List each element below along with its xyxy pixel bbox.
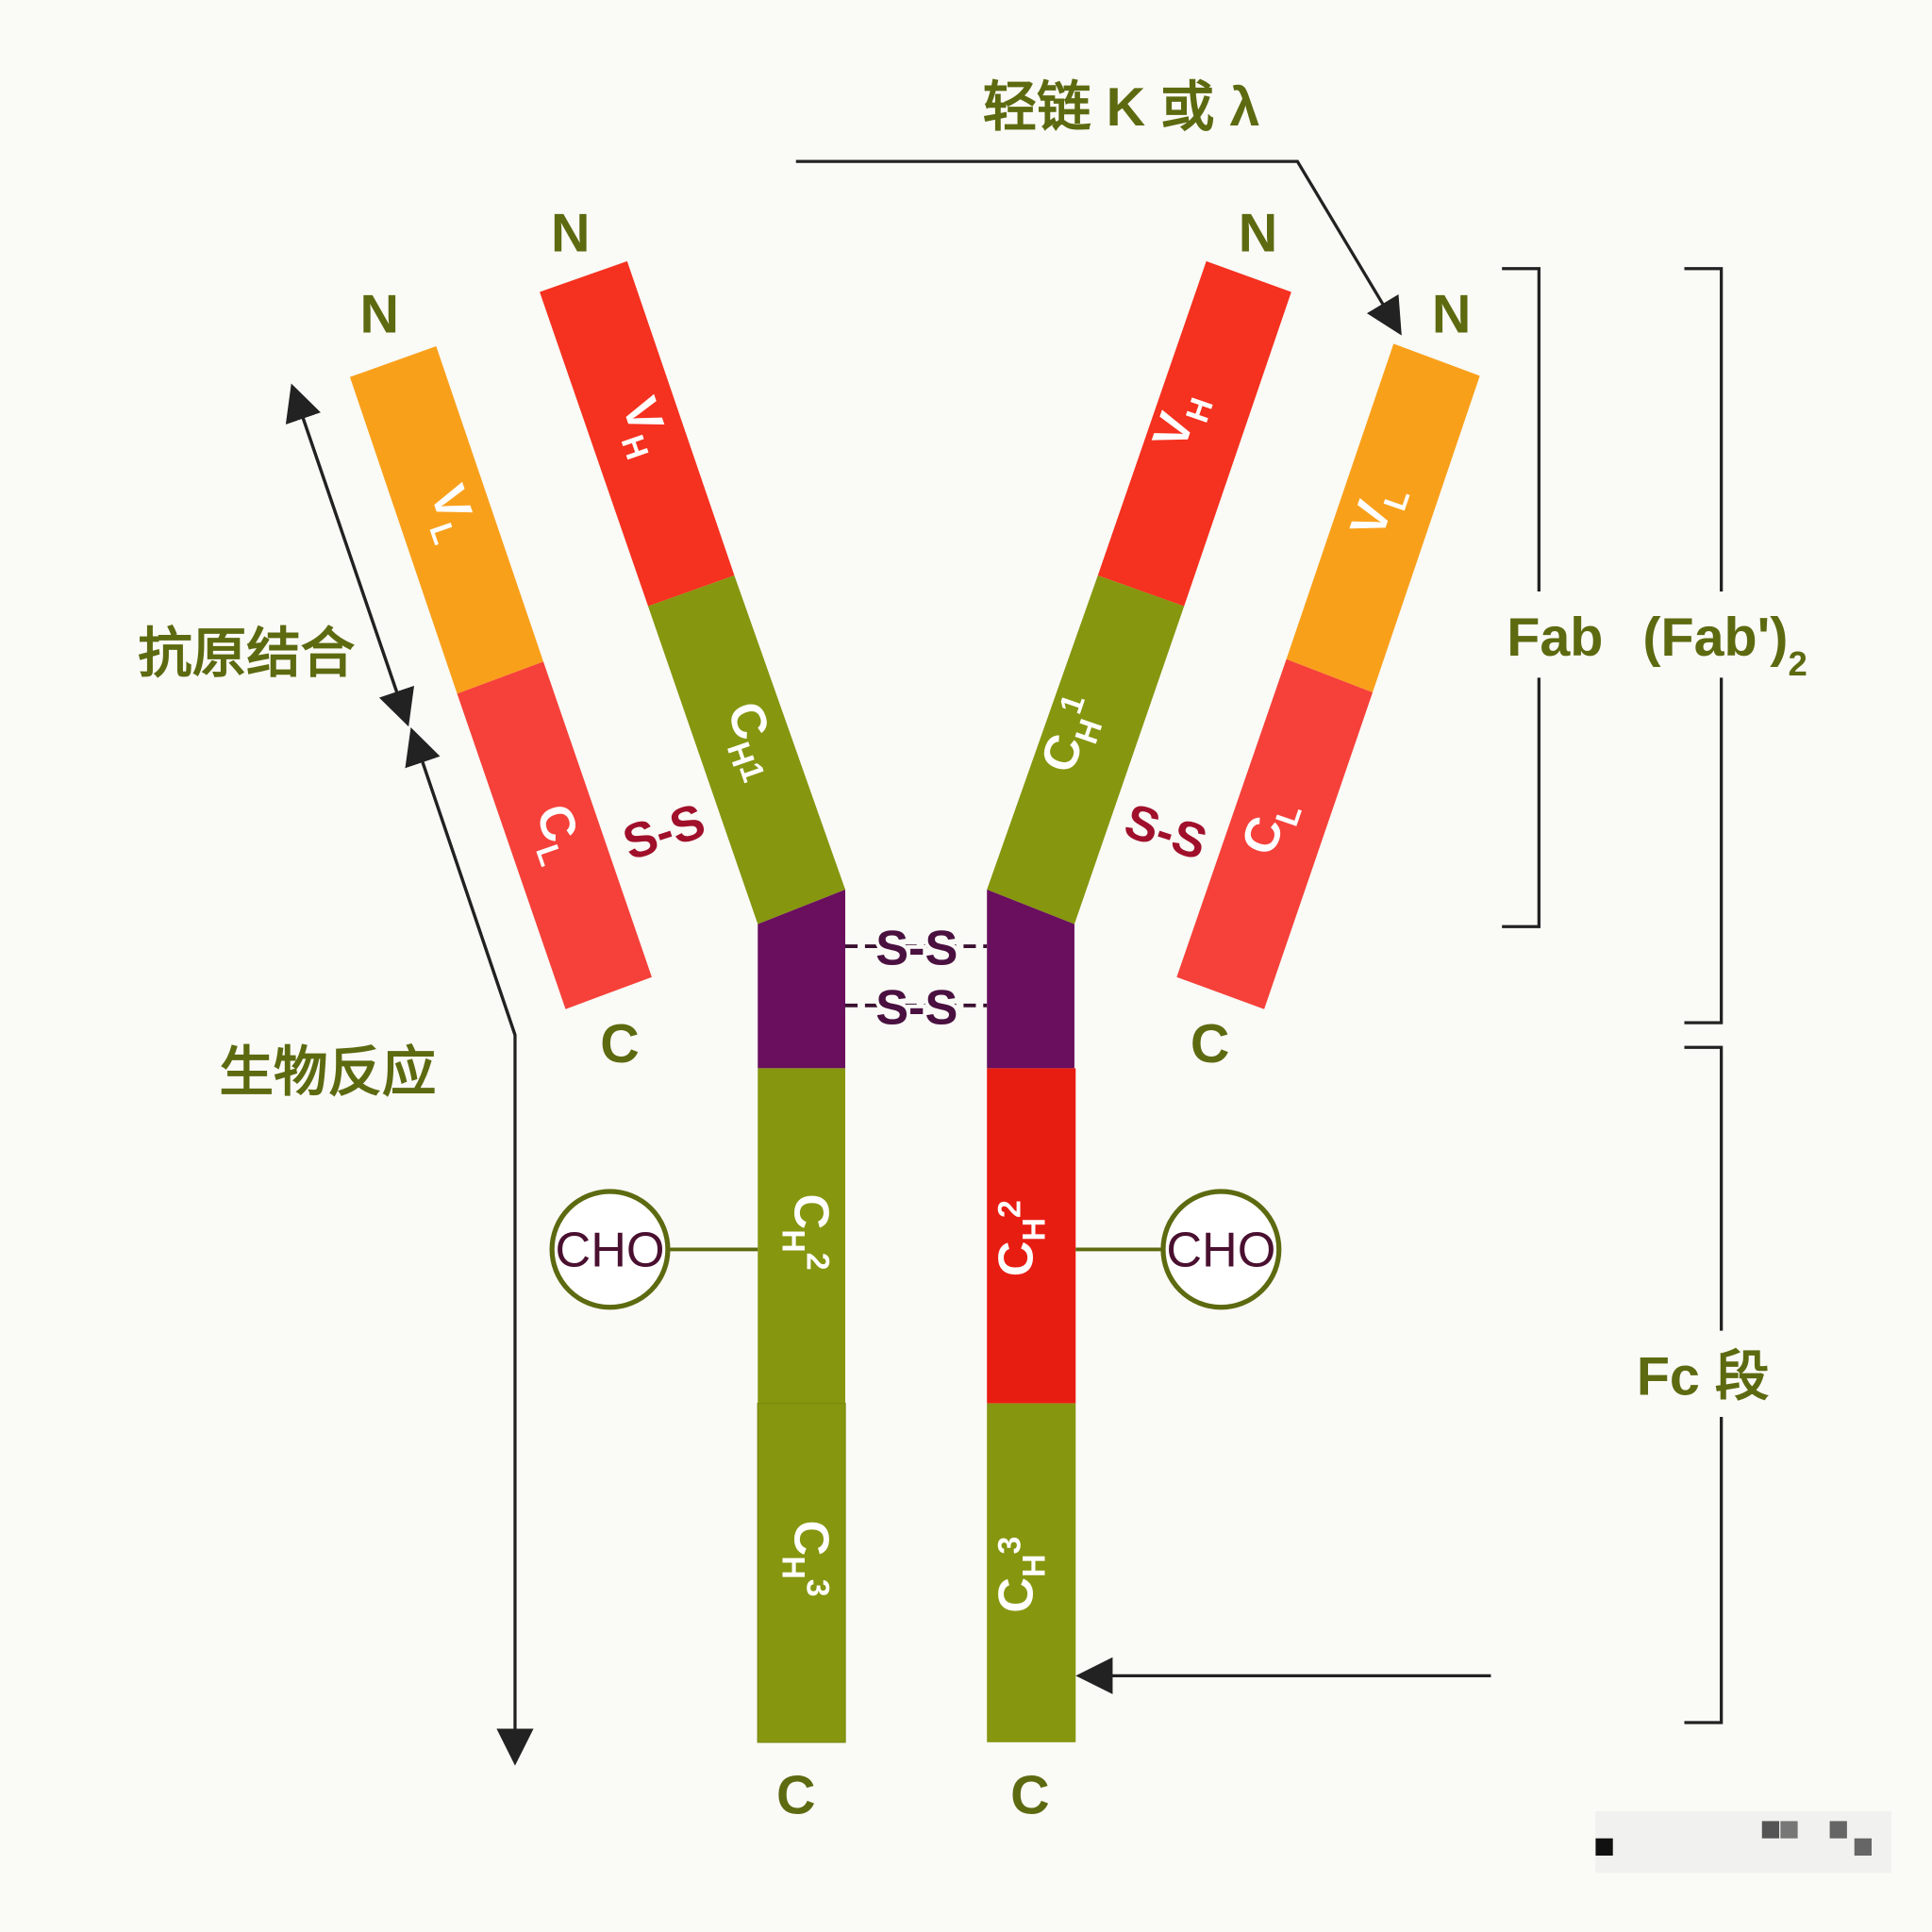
hinge-disulfide-1: S-S xyxy=(875,922,958,976)
c-terminus-right-light: C xyxy=(1191,1014,1230,1074)
n-terminus-left-heavy: N xyxy=(551,203,591,263)
left-ch3-domain xyxy=(757,1403,846,1743)
right-cl-domain xyxy=(1176,658,1374,1009)
left-light-heavy-disulfide: S-S xyxy=(617,793,712,871)
n-terminus-right-light: N xyxy=(1432,285,1472,345)
antigen-binding-label: 抗原结合 xyxy=(138,624,355,684)
fab2-label: (Fab')2 xyxy=(1642,608,1807,683)
right-ch3-label: CH3 xyxy=(990,1537,1053,1613)
n-terminus-left-light: N xyxy=(360,285,400,345)
left-ch3-label: CH3 xyxy=(774,1521,838,1597)
left-ch2-label: CH2 xyxy=(774,1194,838,1271)
left-hinge-region xyxy=(758,890,845,1069)
left-ch1-domain xyxy=(648,575,845,924)
c-terminus-right-heavy: C xyxy=(1010,1766,1050,1826)
light-chain-title: 轻链 K 或 λ xyxy=(983,77,1260,138)
n-terminus-right-heavy: N xyxy=(1239,203,1278,263)
left-ch2-domain xyxy=(758,1068,845,1404)
biological-response-label: 生物反应 xyxy=(220,1042,437,1103)
left-cl-domain xyxy=(457,661,652,1009)
right-ch2-label: CH2 xyxy=(990,1200,1053,1276)
right-vl-domain xyxy=(1286,343,1480,693)
left-vl-domain xyxy=(349,346,543,694)
fc-fragment-label: Fc 段 xyxy=(1637,1347,1770,1407)
right-cho-label: CHO xyxy=(1166,1224,1275,1278)
right-vh-domain xyxy=(1097,260,1291,607)
c-terminus-left-heavy: C xyxy=(776,1766,816,1826)
right-hinge-region xyxy=(987,890,1074,1069)
light-chain-pointer-arrow xyxy=(795,159,1402,336)
right-ch1-domain xyxy=(987,575,1185,924)
left-vh-domain xyxy=(540,260,735,607)
right-ch2-domain xyxy=(987,1068,1076,1404)
left-cho-label: CHO xyxy=(555,1224,664,1278)
fab-label: Fab xyxy=(1507,608,1603,668)
right-carbohydrate-circle xyxy=(1160,1189,1282,1310)
right-ch3-domain xyxy=(987,1403,1076,1742)
right-light-heavy-disulfide: S-S xyxy=(1118,793,1213,871)
c-terminus-left-light: C xyxy=(600,1014,640,1074)
hinge-disulfide-2: S-S xyxy=(875,980,958,1035)
left-carbohydrate-circle xyxy=(549,1189,671,1310)
pixelated-watermark xyxy=(1595,1811,1891,1874)
